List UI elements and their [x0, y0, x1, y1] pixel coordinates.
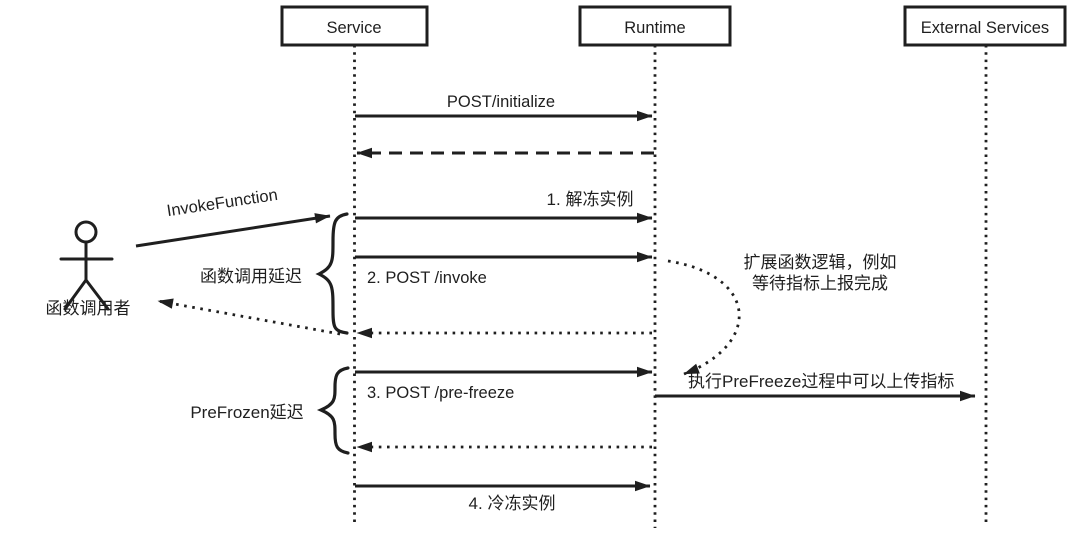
annotation-extend-logic-line1: 扩展函数逻辑，例如	[744, 253, 897, 272]
message-invoke-function-arrow	[135, 213, 331, 248]
annotation-extend-logic-line2: 等待指标上报完成	[752, 274, 888, 293]
annotation-invoke-delay: 函数调用延迟	[200, 212, 349, 335]
participant-runtime-label: Runtime	[624, 19, 685, 37]
message-upload-metrics-label: 执行PreFreeze过程中可以上传指标	[688, 372, 954, 391]
message-upload-metrics: 执行PreFreeze过程中可以上传指标	[655, 372, 976, 402]
actor-leg-left	[63, 278, 88, 311]
annotation-invoke-delay-label: 函数调用延迟	[200, 267, 302, 286]
message-invoke-function: InvokeFunction	[135, 186, 331, 248]
annotation-prefrozen-delay: PreFrozen延迟	[190, 366, 350, 455]
participant-service-label: Service	[326, 19, 381, 37]
invoke-delay-brace	[315, 212, 349, 335]
message-thaw-instance-label: 1. 解冻实例	[547, 190, 634, 209]
message-post-pre-freeze-label: 3. POST /pre-freeze	[367, 384, 514, 402]
message-post-pre-freeze: 3. POST /pre-freeze	[355, 366, 653, 402]
message-freeze-instance: 4. 冷冻实例	[355, 480, 651, 513]
message-post-invoke: 2. POST /invoke	[355, 251, 653, 287]
annotation-prefrozen-delay-label: PreFrozen延迟	[190, 403, 303, 422]
participant-external-services: External Services	[903, 5, 1067, 47]
actor-label: 函数调用者	[46, 299, 131, 318]
message-post-initialize-label: POST/initialize	[447, 93, 555, 111]
prefrozen-delay-brace	[316, 366, 350, 455]
return-to-caller-arrow	[157, 298, 341, 336]
participant-external-services-label: External Services	[921, 19, 1049, 37]
annotation-extend-logic: 扩展函数逻辑，例如 等待指标上报完成	[744, 253, 897, 293]
actor-head	[74, 220, 98, 244]
message-post-initialize: POST/initialize	[355, 93, 653, 122]
actor-icon	[59, 220, 114, 311]
message-thaw-instance: 1. 解冻实例	[355, 190, 653, 224]
runtime-self-loop-arrow	[667, 259, 741, 376]
actor-function-caller: 函数调用者	[46, 220, 131, 318]
message-invoke-function-label: InvokeFunction	[166, 186, 279, 220]
message-post-invoke-label: 2. POST /invoke	[367, 269, 487, 287]
message-freeze-instance-label: 4. 冷冻实例	[469, 494, 556, 513]
actor-leg-right	[84, 278, 110, 311]
participant-service: Service	[280, 5, 429, 47]
participant-runtime: Runtime	[578, 5, 732, 47]
